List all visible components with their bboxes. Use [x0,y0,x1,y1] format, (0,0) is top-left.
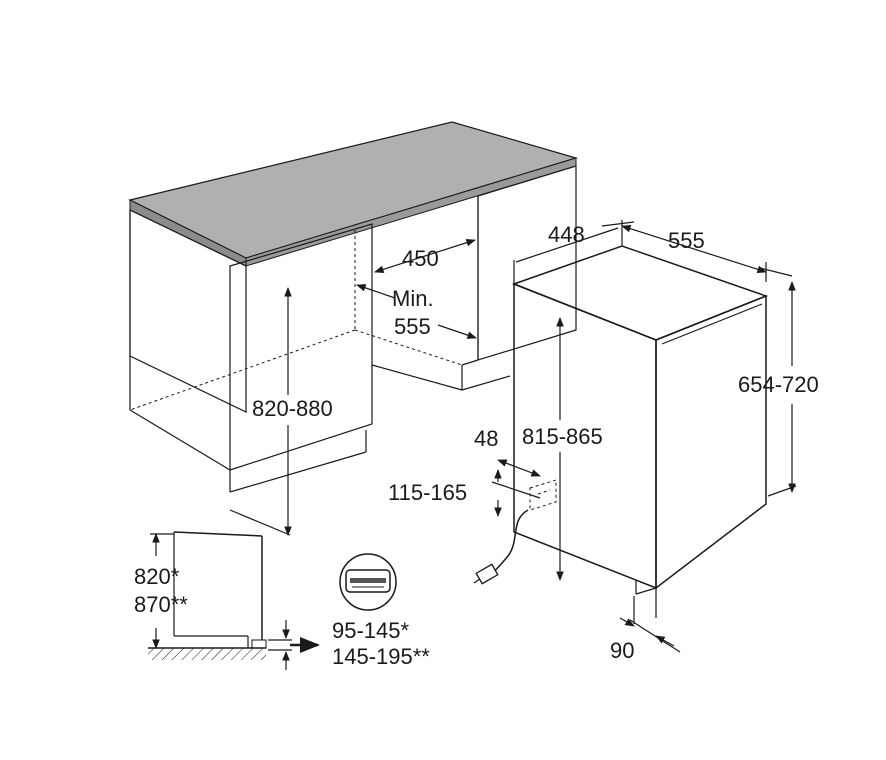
label-450: 450 [402,246,439,271]
label-815-865: 815-865 [522,424,603,449]
side-section [148,531,320,670]
dim-654-720 [767,281,797,497]
dim-min-555 [356,284,477,339]
kitchen-cabinet [128,121,579,493]
label-min: Min. [392,286,434,311]
dim-90 [619,588,681,653]
plug-icon [473,509,529,585]
dim-48 [497,459,541,477]
label-820-star: 820* [134,564,180,589]
label-90: 90 [610,638,634,663]
label-870-star: 870** [134,592,188,617]
dim-448 [515,221,635,263]
dim-820-880 [229,287,292,536]
label-95-145: 95-145* [332,618,410,643]
label-min-555: 555 [394,314,431,339]
label-555: 555 [668,228,705,253]
dim-450 [374,238,476,274]
label-145-195: 145-195** [332,644,430,669]
label-820-880: 820-880 [252,396,333,421]
socket-icon [339,553,397,611]
label-115-165: 115-165 [388,480,467,505]
dim-115-165 [491,469,541,517]
label-654-720: 654-720 [738,372,819,397]
label-48: 48 [474,426,498,451]
dishwasher [511,245,769,595]
dim-555 [621,220,793,282]
label-448: 448 [548,222,585,247]
socket-outlet-icon [529,479,557,511]
